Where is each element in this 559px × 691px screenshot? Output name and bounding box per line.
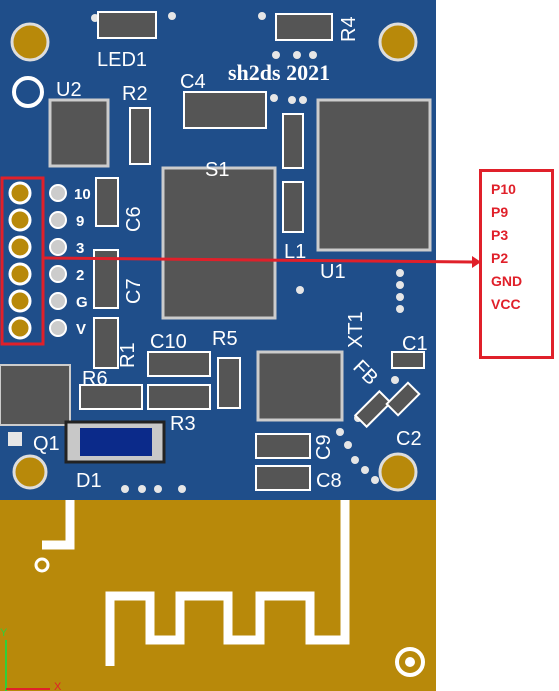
pinout-p3: P3: [491, 227, 509, 243]
label-r3: R3: [170, 413, 196, 435]
header-pin-label: 10: [74, 186, 91, 203]
header-pin-label: 3: [76, 240, 84, 257]
label-led1: LED1: [97, 49, 147, 71]
label-r6: R6: [82, 368, 108, 390]
header-pin-label: G: [76, 294, 88, 311]
label-r4: R4: [338, 16, 360, 42]
pinout-gnd: GND: [491, 273, 523, 289]
mount-hole-top-left: [10, 22, 50, 62]
label-c7: C7: [123, 278, 145, 304]
pinout-vcc: VCC: [491, 296, 521, 312]
label-c2: C2: [396, 428, 422, 450]
label-c1: C1: [402, 333, 428, 355]
label-q1: Q1: [33, 433, 60, 455]
header-pins: [8, 181, 67, 340]
fb-parts: [353, 381, 421, 429]
label-c9: C9: [313, 434, 335, 460]
pcb-board-render: sh2ds 2021 LED1 R4 U2 R2 C4 S1 C6 C7 L1 …: [0, 0, 436, 691]
label-c6: C6: [123, 206, 145, 232]
antenna-feed-pad: [34, 557, 50, 573]
mount-hole-top-right: [378, 22, 418, 62]
u2-chip: [48, 98, 110, 168]
label-xt1: XT1: [345, 311, 367, 348]
s1-switch: [161, 166, 277, 320]
label-r1: R1: [117, 342, 139, 368]
pinout-p2: P2: [491, 250, 509, 266]
mount-hole-left: [12, 76, 44, 108]
label-r5: R5: [212, 328, 238, 350]
header-pin-label: 9: [76, 213, 84, 230]
u1-chip: [316, 98, 432, 252]
header-pin-label: 2: [76, 267, 84, 284]
axis-x-label: X: [54, 681, 62, 691]
label-c10: C10: [150, 331, 187, 353]
xt1-crystal: [256, 350, 344, 422]
label-s1: S1: [205, 159, 229, 181]
axis-y-label: Y: [0, 627, 8, 639]
pinout-legend: P10 P9 P3 P2 GND VCC: [479, 169, 554, 359]
label-d1: D1: [76, 470, 102, 492]
antenna-trace: [42, 500, 350, 666]
mount-hole-bottom-right: [378, 452, 418, 492]
label-c4: C4: [180, 71, 206, 93]
label-u2: U2: [56, 79, 82, 101]
pinout-p10: P10: [491, 181, 516, 197]
q1-transistor: [0, 364, 71, 426]
label-l1: L1: [284, 241, 306, 263]
label-r2: R2: [122, 83, 148, 105]
board-title: sh2ds 2021: [228, 60, 330, 85]
mount-hole-bottom-left: [12, 454, 48, 490]
pinout-p9: P9: [491, 204, 509, 220]
label-u1: U1: [320, 261, 346, 283]
header-pin-label: V: [76, 321, 86, 338]
label-c8: C8: [316, 470, 342, 492]
